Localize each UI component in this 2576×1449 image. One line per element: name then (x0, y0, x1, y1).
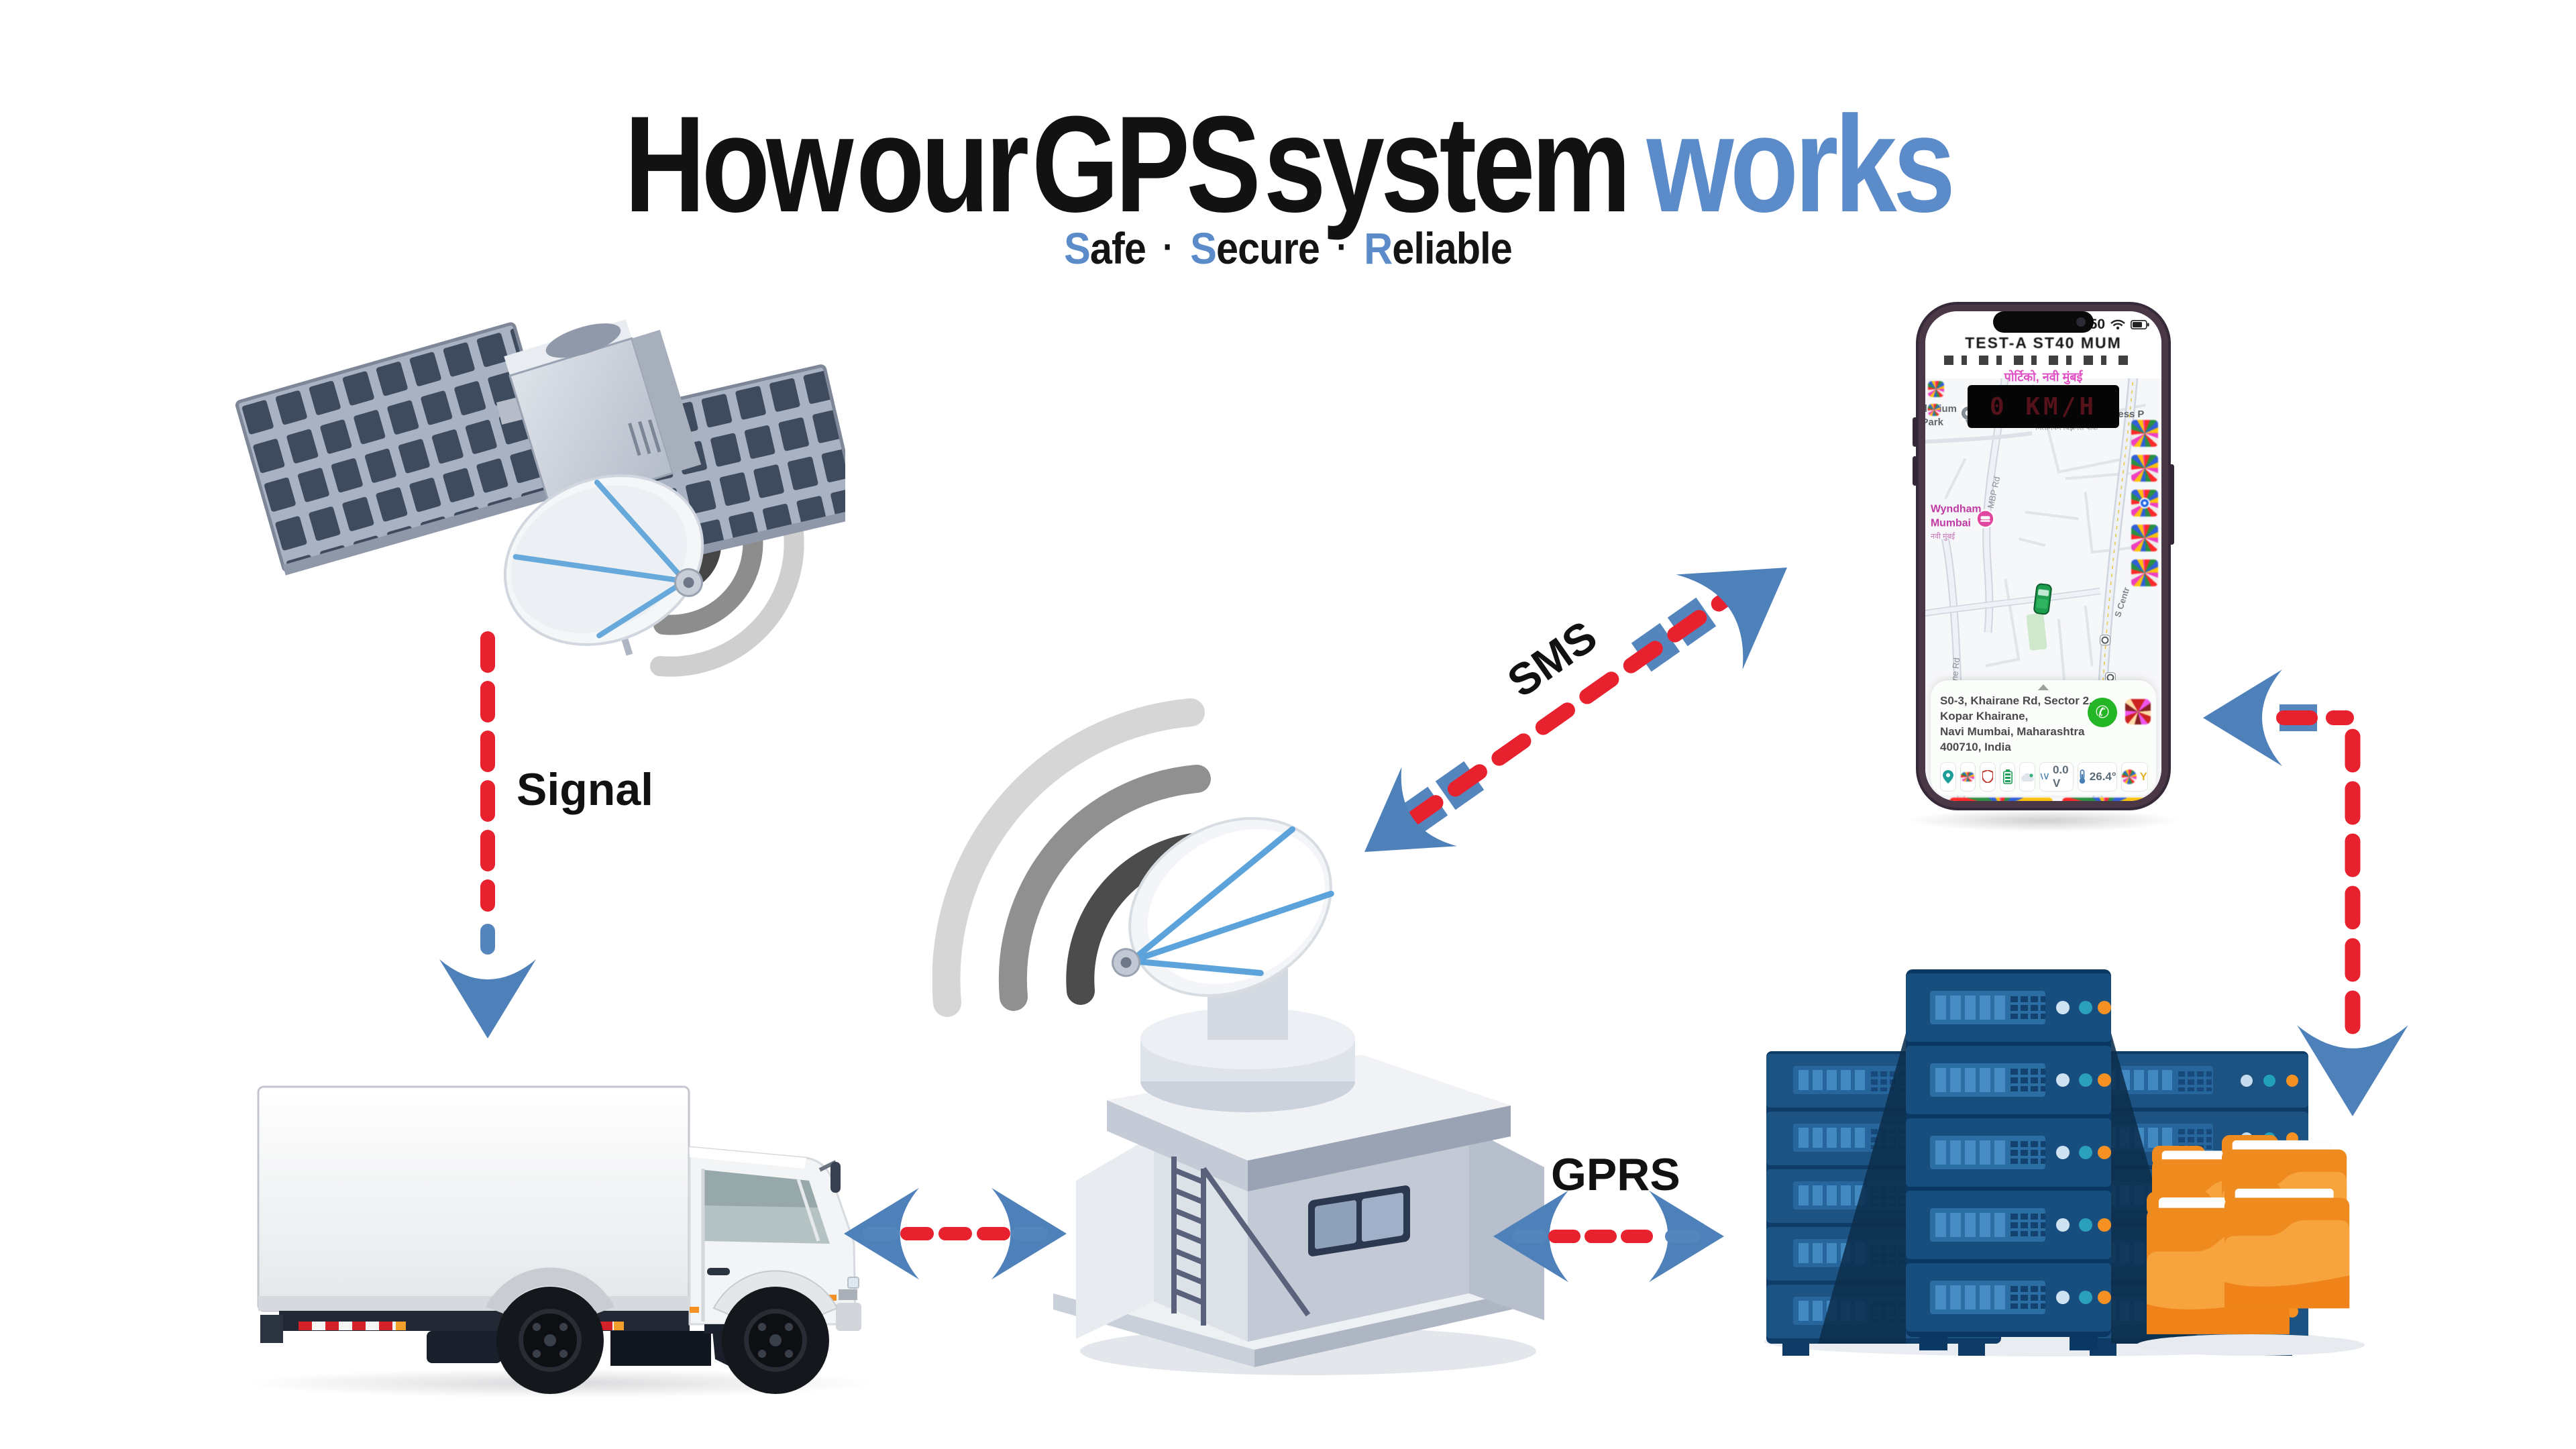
subtitle-word-rest: eliable (1392, 223, 1513, 273)
speed-display: 0 KM/H (1968, 385, 2119, 428)
wifi-icon (2110, 319, 2125, 330)
telemetry-row: 0.0 V 26.4° Y (1940, 761, 2149, 792)
cloud-icon (2019, 761, 2036, 792)
battery-icon (2131, 320, 2149, 329)
color-wheel-icon: Y (2121, 761, 2149, 792)
notch-camera-icon (2076, 317, 2086, 327)
signal-label: Signal (517, 764, 654, 815)
map-left-controls (1928, 381, 1944, 416)
truck-rear-wheel (486, 1267, 614, 1394)
voltage-readout: 0.0 V (2039, 761, 2074, 792)
folders-shadow (2137, 1334, 2365, 1356)
device-id-label: TEST-A ST40 MUM (1965, 334, 2122, 352)
svg-text:s Park: s Park (1925, 417, 1944, 428)
map-control-column (2131, 420, 2158, 586)
sound-icon (1928, 381, 1944, 397)
shield-icon (1980, 761, 1996, 792)
phone-volume-down-button (1913, 456, 1917, 486)
phone-volume-up-button (1913, 417, 1917, 447)
battery-status-icon (1999, 761, 2016, 792)
svg-text:Wyndham: Wyndham (1931, 503, 1982, 515)
subtitle-separator: · (1163, 225, 1174, 268)
vehicle-icon (1960, 761, 1976, 792)
title-accent: works (1646, 88, 1956, 241)
station-ladder (1171, 1157, 1311, 1326)
location-subheader: पोर्टिको, नवी मुंबई (2004, 370, 2083, 384)
truck-front-wheel (712, 1270, 839, 1394)
truck-mirror (830, 1162, 841, 1193)
subtitle-word-initial: S (1064, 223, 1091, 273)
hotel-marker-icon (1976, 509, 1995, 529)
vehicle-marker-icon (2033, 583, 2052, 615)
subtitle-word-rest: ecure (1216, 223, 1320, 273)
phone-server-arrow (2203, 669, 2408, 1116)
station-dish (1112, 817, 1355, 1112)
map-share-icon (2131, 525, 2158, 551)
truck-door-handle (707, 1268, 730, 1275)
map-history-icon (2131, 559, 2158, 586)
action-strip (2061, 797, 2148, 801)
bottom-action-strips (1949, 797, 2148, 801)
truck-station-arrow (844, 1187, 1067, 1280)
phone-screen: 9:50 TEST-A ST40 MUM (1925, 311, 2161, 801)
truck-chassis (260, 1311, 711, 1366)
flag-icon (1928, 404, 1940, 416)
expand-caret-icon (2038, 684, 2049, 690)
signal-arrow (439, 631, 536, 1038)
gprs-arrow (1493, 1190, 1724, 1283)
map-park-area (2026, 613, 2047, 651)
gprs-label: GPRS (1551, 1149, 1680, 1200)
subtitle-word-initial: S (1190, 223, 1217, 273)
title-main: How our GPS system (624, 88, 1631, 241)
action-strip (1949, 797, 2053, 801)
station-building (1053, 1055, 1544, 1367)
server-shadow-left (1818, 1033, 1906, 1344)
phone-notch (1993, 311, 2094, 333)
server-tower-center (1906, 969, 2111, 1350)
truck-illustration (257, 1085, 861, 1394)
whatsapp-icon: ✆ (2088, 698, 2117, 727)
smartphone: 9:50 TEST-A ST40 MUM (1913, 302, 2174, 810)
satellite-dish (503, 474, 704, 646)
subtitle-word-initial: R (1364, 223, 1393, 273)
alert-icon (2125, 699, 2151, 724)
svg-text:नवी मुंबई: नवी मुंबई (1931, 532, 1955, 541)
station-window (1308, 1185, 1410, 1256)
location-pin-icon (1940, 761, 1956, 792)
map-locate-icon (2131, 490, 2158, 517)
page-subtitle: Safe · Secure · Reliable (129, 223, 2447, 274)
map-settings-icon (2131, 455, 2158, 482)
map-layers-icon (2131, 420, 2158, 447)
subtitle-word-rest: afe (1089, 223, 1146, 273)
ground-station-illustration (932, 698, 1544, 1375)
phone-power-button (2169, 464, 2174, 545)
header-noise (1944, 356, 2132, 365)
server-rack-illustration (1764, 969, 2365, 1356)
temperature-readout: 26.4° (2077, 761, 2117, 792)
vehicle-info-card: S0-3, Khairane Rd, Sector 2, Kopar Khair… (1931, 680, 2156, 801)
subtitle-separator: · (1336, 225, 1348, 268)
svg-text:Mumbai: Mumbai (1931, 517, 1971, 529)
sms-arrow (1336, 520, 1821, 892)
phone-ground-shadow (1907, 809, 2182, 832)
satellite-illustration (235, 319, 845, 677)
page-title: How our GPS system works (232, 86, 2345, 244)
road-sign-icon (2100, 635, 2116, 684)
address-text: S0-3, Khairane Rd, Sector 2, Kopar Khair… (1940, 694, 2092, 753)
